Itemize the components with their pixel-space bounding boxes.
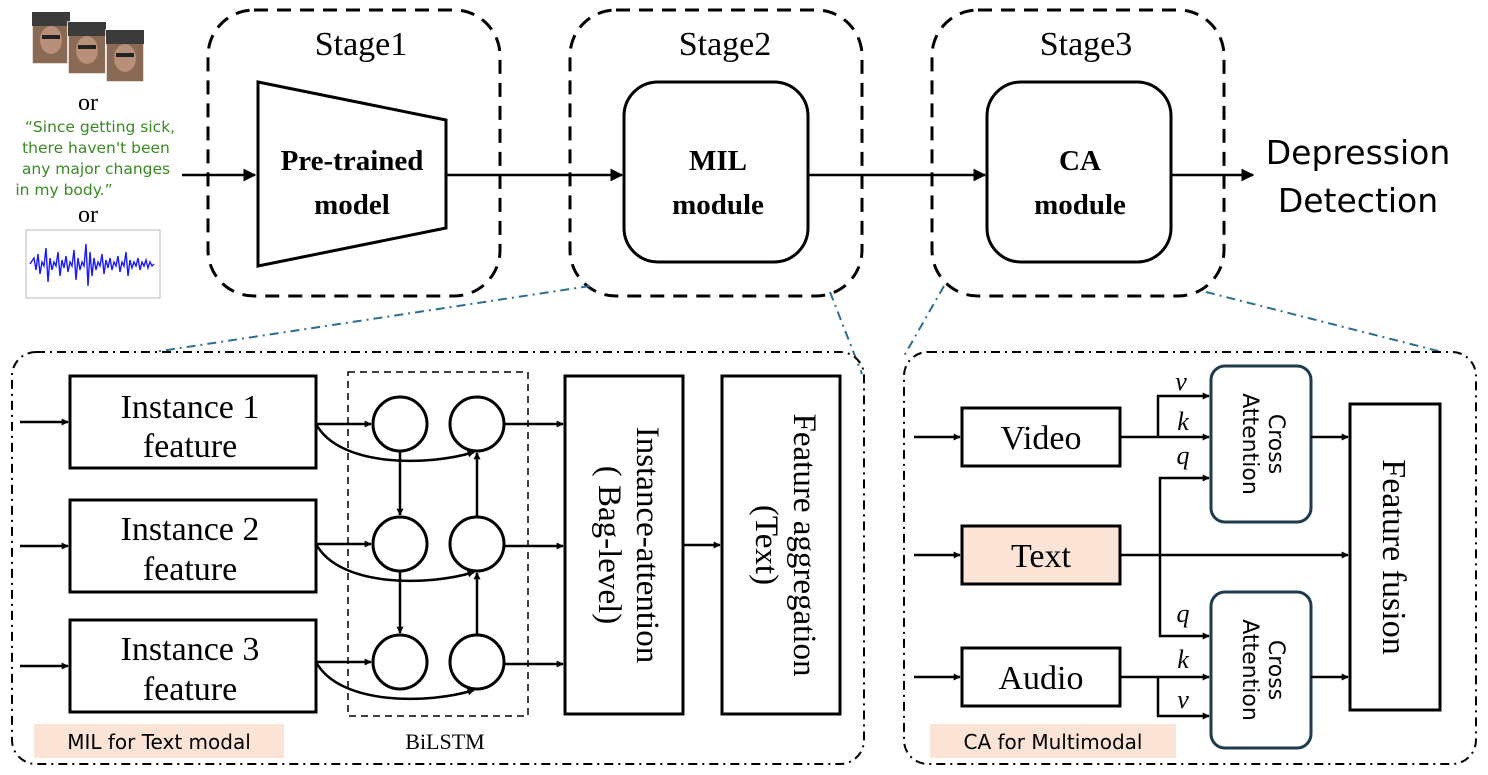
- feature-aggregation-box: [720, 374, 842, 716]
- cross-attention-top-label-1: Cross: [1263, 414, 1288, 474]
- cross-attention-top-label-2: Attention: [1237, 393, 1262, 495]
- cross-attention-bottom-text: Cross Attention: [1237, 619, 1288, 721]
- lstm-backward-cell-3: [448, 633, 506, 691]
- ca-module-label-1: CA: [1059, 145, 1101, 177]
- arrow-text-q-top: [1158, 474, 1210, 555]
- lstm-forward-cell-1: [371, 395, 429, 453]
- feature-fusion-box: [1348, 402, 1442, 712]
- quote-line-2: there haven't been: [22, 139, 170, 157]
- instance-1-box: [68, 374, 318, 470]
- stage3-frame: [930, 8, 1226, 298]
- instance-2-feature-label: feature: [143, 551, 237, 588]
- lstm-forward-cell-3: [371, 633, 429, 691]
- cross-attention-top-text: Cross Attention: [1237, 393, 1288, 495]
- input-face-images: [31, 11, 145, 83]
- ca-tag-background: [930, 724, 1176, 758]
- stage2-frame: [568, 8, 864, 298]
- face-image-2: [67, 21, 107, 75]
- text-label: Text: [1011, 538, 1071, 575]
- pretrained-model-box: [256, 80, 448, 268]
- ca-module-label-2: module: [1034, 189, 1126, 221]
- cross-attention-top-box: [1209, 364, 1313, 524]
- quote-line-1: “Since getting sick,: [25, 118, 175, 136]
- stage2-title: Stage2: [679, 26, 772, 63]
- quote-line-3: any major changes: [22, 160, 170, 178]
- connector-stage3-left: [903, 285, 945, 357]
- ca-module-box: [985, 80, 1173, 264]
- ca-panel-frame: [903, 351, 1477, 765]
- audio-waveform-image: [25, 229, 161, 299]
- label-v-top: v: [1175, 367, 1187, 396]
- feature-aggregation-label: Feature aggregation: [786, 414, 822, 677]
- instance-1-label: Instance 1: [121, 389, 260, 426]
- mil-panel-frame: [11, 351, 865, 765]
- instance-1-feature-label: feature: [143, 428, 237, 465]
- stage1-title: Stage1: [315, 26, 408, 63]
- input-text-quote: “Since getting sick, there haven't been …: [15, 118, 175, 199]
- feature-aggregation-sublabel: (Text): [748, 505, 784, 585]
- instance-attention-text: Instance-attention ( Bag-level): [591, 427, 665, 663]
- label-q-top: q: [1177, 441, 1190, 470]
- mil-tag-background: [34, 724, 284, 758]
- connector-stage2-left: [153, 285, 591, 353]
- feature-fusion-label: Feature fusion: [1375, 459, 1412, 654]
- output-label-1: Depression: [1266, 133, 1450, 172]
- connector-stage2-right: [829, 291, 863, 375]
- audio-box: [960, 646, 1122, 708]
- arrow-inst1-to-bwd1: [314, 423, 475, 463]
- connector-stage3-right: [1205, 291, 1443, 353]
- label-k-top: k: [1177, 407, 1189, 436]
- arrow-video-v-top: [1156, 392, 1210, 437]
- cross-attention-bottom-box: [1209, 590, 1313, 750]
- instance-3-box: [68, 618, 318, 714]
- lstm-backward-cell-1: [448, 395, 506, 453]
- mil-module-label-2: module: [672, 189, 764, 221]
- or-label-2: or: [78, 202, 98, 228]
- feature-aggregation-text: Feature aggregation (Text): [748, 414, 822, 677]
- cross-attention-bottom-label-1: Cross: [1263, 640, 1288, 700]
- or-label-1: or: [78, 90, 98, 116]
- bilstm-label: BiLSTM: [405, 729, 484, 754]
- arrow-text-q-bottom: [1158, 555, 1210, 640]
- stage3-title: Stage3: [1040, 26, 1133, 63]
- instance-3-label: Instance 3: [121, 631, 260, 668]
- arrow-inst2-to-bwd2: [314, 543, 475, 583]
- text-box: [960, 524, 1122, 586]
- lstm-forward-cell-2: [371, 515, 429, 573]
- label-q-bottom: q: [1177, 599, 1190, 628]
- stage1-frame: [206, 8, 502, 298]
- cross-attention-bottom-label-2: Attention: [1237, 619, 1262, 721]
- instance-2-box: [68, 498, 318, 594]
- face-image-1: [31, 11, 71, 65]
- arrow-audio-v-bottom: [1156, 677, 1210, 720]
- label-v-bottom: v: [1177, 685, 1189, 714]
- feature-fusion-text: Feature fusion: [1375, 459, 1412, 654]
- instance-2-label: Instance 2: [121, 511, 260, 548]
- output-label-2: Detection: [1278, 181, 1438, 220]
- face-image-3: [105, 29, 145, 83]
- video-label: Video: [1000, 420, 1081, 457]
- instance-attention-box: [563, 374, 685, 716]
- pretrained-model-label-1: Pre-trained: [281, 145, 424, 177]
- lstm-backward-cell-2: [448, 515, 506, 573]
- quote-line-4: in my body.”: [15, 181, 112, 199]
- pretrained-model-label-2: model: [314, 189, 390, 221]
- instance-attention-label: Instance-attention: [629, 427, 665, 663]
- label-k-bottom: k: [1177, 645, 1189, 674]
- instance-3-feature-label: feature: [143, 671, 237, 708]
- audio-label: Audio: [999, 660, 1084, 697]
- mil-module-box: [622, 80, 810, 264]
- arrow-inst3-to-bwd3: [314, 661, 475, 701]
- mil-tag-label: MIL for Text modal: [67, 730, 251, 754]
- mil-module-label-1: MIL: [689, 145, 747, 177]
- ca-tag-label: CA for Multimodal: [964, 730, 1143, 754]
- instance-attention-sublabel: ( Bag-level): [591, 466, 627, 625]
